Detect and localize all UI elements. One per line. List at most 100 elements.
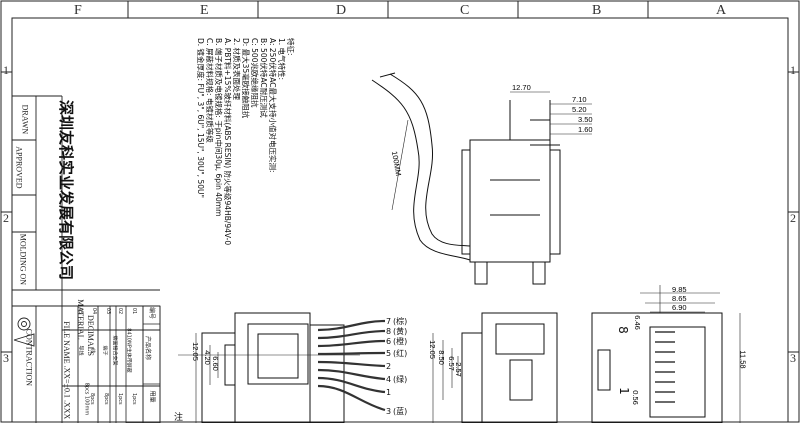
dimension-label: 6.46 [633,315,642,330]
zone-letter: C [460,3,469,18]
dimension-label: 4.20 [203,350,212,365]
wire-bundle [317,319,386,412]
zone-letter: B [592,3,601,18]
tolerance-value: .XX=±0.1 .XXX [63,365,72,419]
company-name: 深圳友科实业发展有限公司 [57,100,75,280]
note-line: C: 500兆欧绝缘阻抗 [250,38,260,108]
zone-letter: A [716,3,727,18]
zone-letter: D [336,3,346,18]
pin-number-label: 1 [617,387,631,395]
bom-row-num: 03 [105,308,111,314]
middle-view [461,312,558,423]
right-view [591,312,723,423]
notes-block: 特征: 1. 电气特性: A: 250伏特AC最大支持小值对电压实测: B: 5… [196,38,296,245]
bom-row-qty: 8pcs [89,393,95,405]
approved-label: APPROVED [15,146,24,188]
wire-pin-label: 6 [386,337,391,346]
wire-pin-label: 3 [386,407,391,416]
projection-symbol [13,317,35,347]
bom-row-name: 8410NP主体带屏蔽 [126,328,133,372]
dimension-label: 1.60 [578,125,593,134]
bom-row-num: 01 [131,308,137,314]
side-view [371,72,561,285]
dimension-label: 12.05 [191,342,200,361]
bom-row-name: 导线 [78,345,85,355]
pin-number-label: 8 [616,326,630,334]
zone-number: 1 [3,63,9,77]
bom-header: 产品名称 [144,336,152,360]
wire-pin-label: 1 [386,388,391,397]
bom-row-qty: 8pcs 100mm [83,383,89,416]
zone-letters: F E D C B A [74,3,727,18]
dimension-label: 0.56 [631,390,640,405]
right-view-dimensions [640,285,741,423]
wire-pin-label: 4 [386,375,391,384]
zone-number: 3 [3,351,9,365]
dimension-label: 8.50 [437,350,446,365]
bom-table [109,305,161,423]
decimals-label: DECIMALS [86,315,95,356]
note-line: 2. 材质及表面处理 [232,38,242,101]
wire-color-label: (蓝) [393,406,407,416]
dimension-label: 8.65 [672,294,687,303]
molding-label: MOLDING ON [18,234,27,286]
wire-color-label: (绿) [393,375,407,384]
dimension-label: 12.70 [512,83,531,92]
material-label: MATERIAL [76,299,85,340]
file-name-label: FILE NAME [62,321,71,364]
dimension-label: 12.05 [428,340,437,359]
dimension-label: 3.50 [578,115,593,124]
bom-row-num: 05 [77,308,83,314]
zone-number: 2 [790,211,796,225]
wire-pin-label: 2 [386,362,391,371]
middle-view-dimensions [432,333,459,423]
front-view-dimensions [178,333,360,423]
title-block [12,95,161,423]
bom-row-name: 端面接合支架 [112,335,119,365]
note-line: D. 镀金厚度: FU", 3", 6U", 15U", 30U", 50U" [196,38,206,198]
zone-numbers: 1 2 3 1 2 3 [3,63,796,365]
dimension-label: 6.90 [672,303,687,312]
dimension-label: 6.57 [447,356,456,371]
wire-color-label: (橙) [393,336,407,346]
wire-pin-label: 8 [386,327,391,336]
bom-header: 用量 [149,390,156,402]
bom-row-qty: 8pcs [103,393,109,405]
wire-pin-label: 5 [386,349,391,358]
dimension-label: 11.58 [739,350,748,368]
wire-color-label: (红) [393,348,407,358]
note-line: B: 500伏特AC耐压测试 [259,38,269,118]
note-line: A: 250伏特AC最大支持小值对电压实测: [268,38,278,173]
wire-pin-label: 7 [386,317,391,326]
contraction-label: CONTRACTION [24,329,33,387]
bom-row-qty: 1pcs [131,393,137,405]
note-line: A. PBT料+15%玻纤材料(ABS RESIN) 防火等级94HB/94V-… [223,38,233,245]
wire-color-label: (棕) [393,316,407,326]
notes-title: 特征: [286,38,296,56]
bom-row-num: 04 [91,308,97,314]
bom-row-qty: 1pcs [117,393,123,405]
dimension-label: 2.57 [454,362,463,377]
zone-letter: F [74,3,82,18]
bom-row-num: 02 [117,308,123,314]
dimension-label: 6.60 [211,356,220,371]
right-view-pins [655,331,675,403]
zone-letter: E [200,3,209,18]
wire-labels: 7 (棕) 8 (黄) 6 (橙) 5 (红) 2 4 (绿) 1 3 (蓝) [386,316,407,416]
note-line: D: 最大35毫欧接触阻抗 [241,38,251,119]
partial-note: 注 [174,411,183,423]
note-line: B. 端子材质及电镀规格: 于pin中间30μ, 6pin 40mm [214,38,224,216]
bom-header: 编号 [148,307,156,319]
zone-number: 2 [3,211,9,225]
dimension-label: 5.20 [572,105,587,114]
drawn-label: DRAWN [20,105,29,135]
zone-number: 1 [790,63,796,77]
side-view-dimensions [391,91,592,211]
cable-length-label: 100MM [390,150,403,176]
note-line: 1. 电气特性: [277,38,287,80]
front-view [201,312,345,423]
dimension-label: 7.10 [572,95,587,104]
wire-color-label: (黄) [393,326,407,336]
